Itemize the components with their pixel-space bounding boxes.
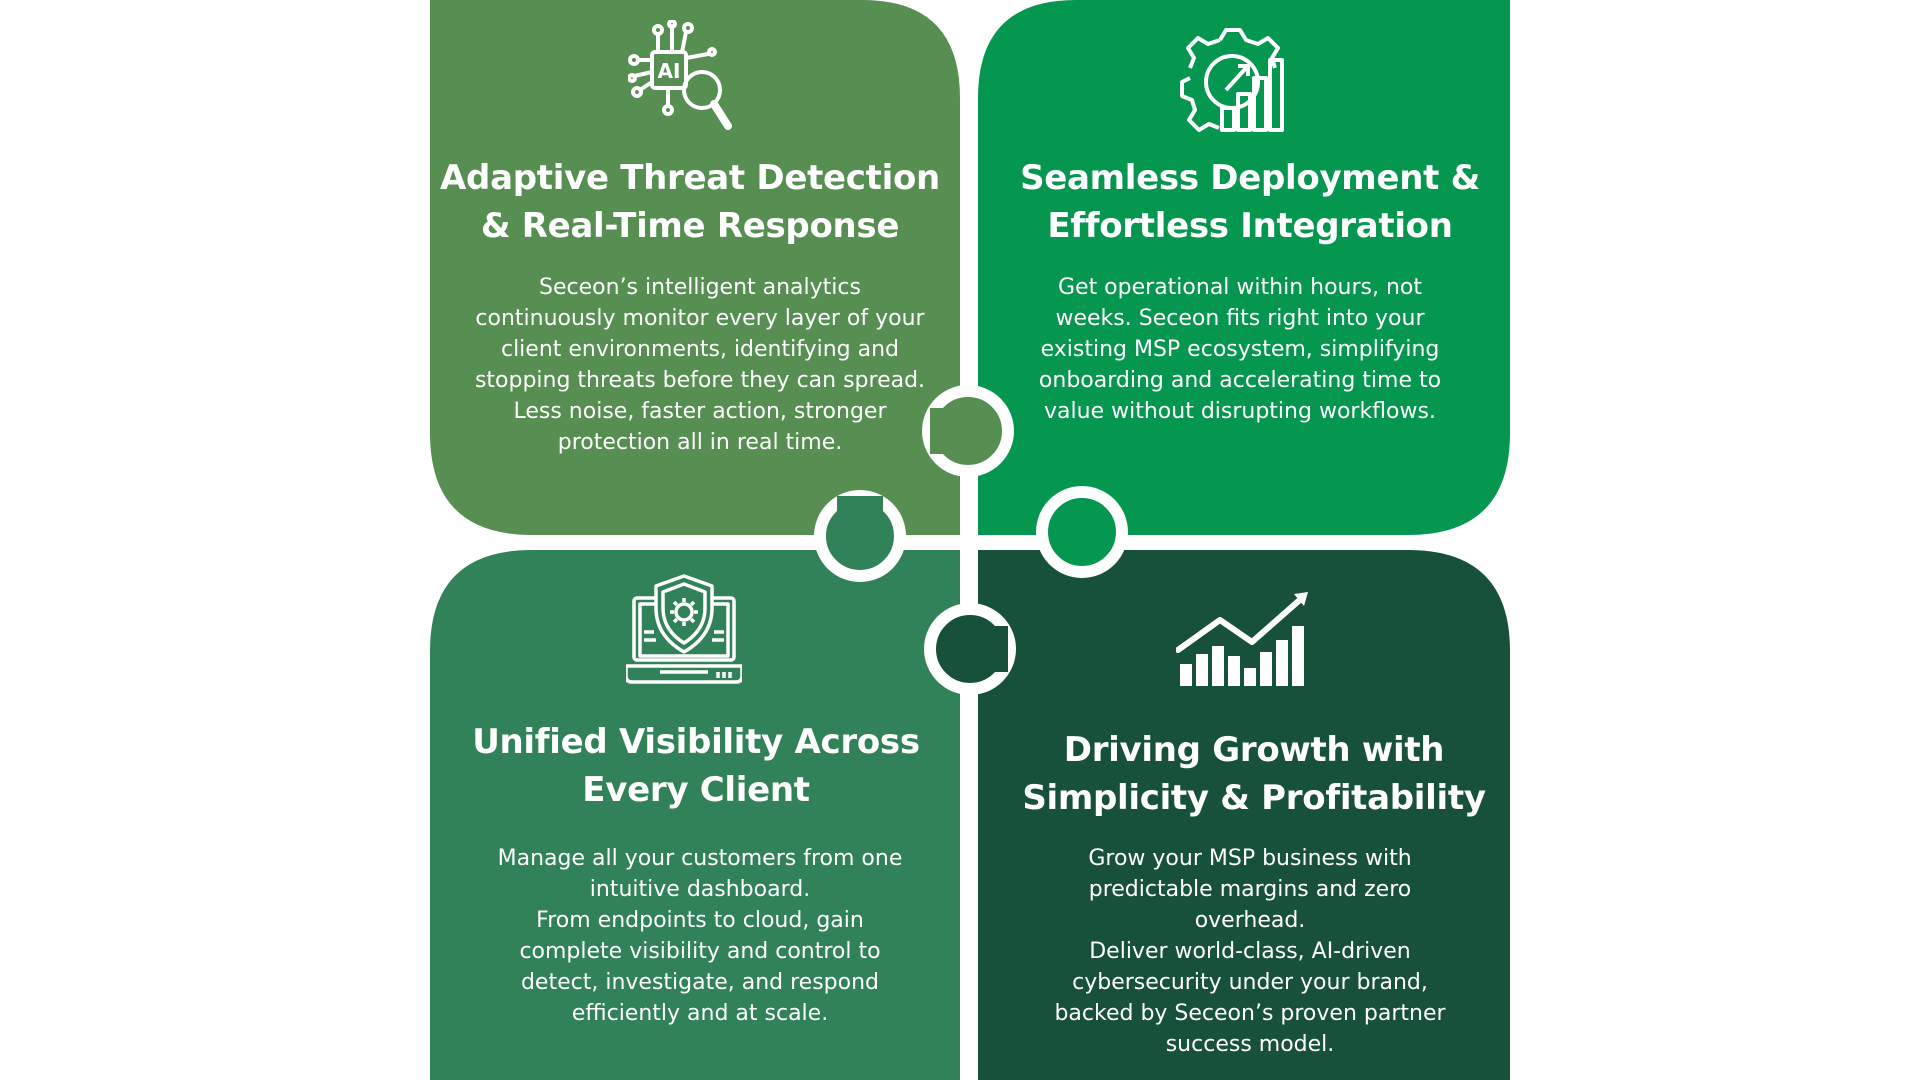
card-body-growth: Grow your MSP business with predictable …	[1054, 846, 1446, 1057]
svg-text:AI: AI	[658, 59, 681, 83]
gear-bar-chart-icon	[1180, 28, 1284, 132]
puzzle-piece-growth	[978, 550, 1510, 1080]
growth-chart-icon	[1176, 592, 1308, 686]
card-body-threat-detection: Seceon’s intelligent analytics continuou…	[474, 275, 926, 455]
puzzle-piece-threat-detection	[430, 0, 960, 535]
card-title-deployment: Seamless Deployment & Effortless Integra…	[1020, 158, 1480, 246]
puzzle-piece-visibility	[430, 550, 960, 1080]
card-body-deployment: Get operational within hours, not weeks.…	[1038, 275, 1442, 424]
card-body-visibility: Manage all your customers from one intui…	[497, 846, 903, 1026]
ai-chip-magnifier-icon: AI	[628, 20, 732, 130]
card-title-growth: Driving Growth with Simplicity & Profita…	[1022, 730, 1486, 818]
card-title-visibility: Unified Visibility Across Every Client	[472, 722, 920, 810]
card-title-threat-detection: Adaptive Threat Detection & Real-Time Re…	[440, 158, 940, 246]
puzzle-piece-deployment	[978, 0, 1510, 535]
laptop-shield-icon	[626, 574, 742, 684]
